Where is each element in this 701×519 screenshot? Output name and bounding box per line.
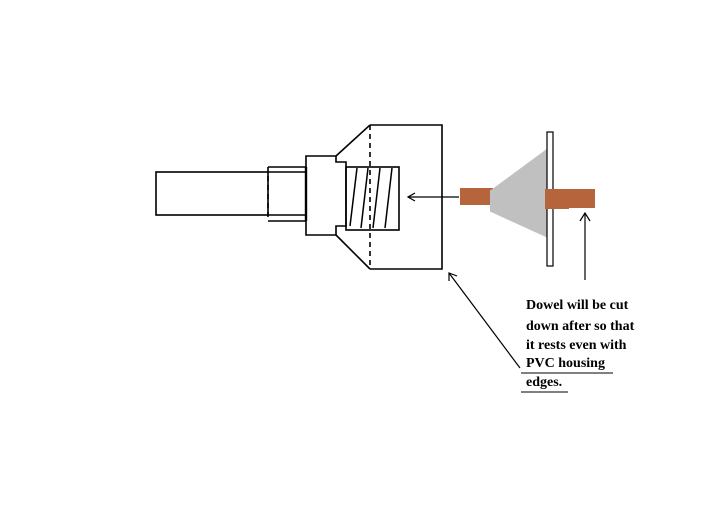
housing-pointer-arrow	[448, 272, 521, 369]
housing-flare-top	[335, 124, 371, 157]
note-line-2: down after so that	[526, 319, 635, 334]
insert-arrow	[406, 192, 459, 202]
annotation-note: Dowel will be cut down after so that it …	[521, 298, 635, 393]
dowel-assembly	[460, 131, 595, 267]
dowel-right-step	[545, 193, 569, 209]
pvc-coupler	[304, 124, 443, 270]
pvc-pipe	[155, 166, 306, 222]
cone	[491, 148, 548, 238]
housing-flare-bottom	[335, 234, 371, 270]
thread-lines	[349, 167, 393, 229]
note-line-4: PVC housing	[526, 356, 605, 371]
pipe-body	[155, 171, 269, 216]
coupler-collar	[305, 155, 347, 236]
note-line-3: it rests even with	[526, 338, 627, 353]
threaded-insert	[345, 166, 400, 231]
dowel-pointer-arrow	[579, 211, 591, 280]
note-line-1: Dowel will be cut	[526, 298, 629, 313]
dowel-left	[460, 188, 493, 205]
note-line-5: edges.	[526, 375, 562, 390]
cone-neck	[490, 190, 498, 212]
